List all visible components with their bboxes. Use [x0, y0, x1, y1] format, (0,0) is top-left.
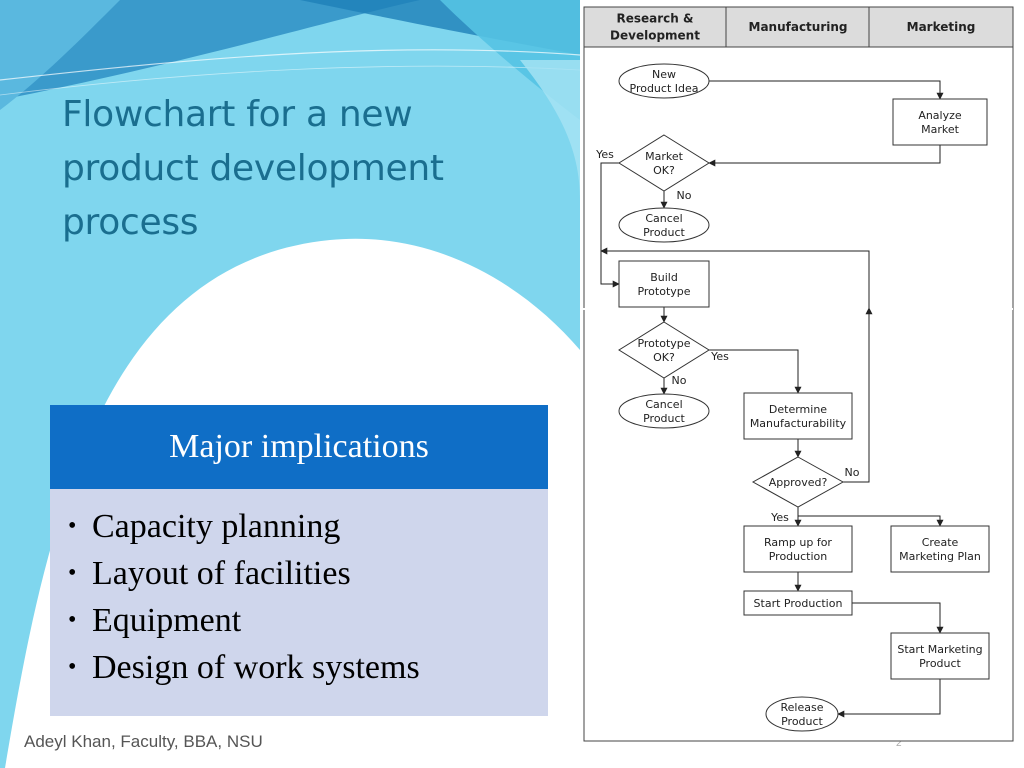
page-number: 2 — [896, 738, 902, 749]
list-item: • Equipment — [68, 597, 548, 644]
flow-arrow — [708, 145, 941, 167]
flow-arrow — [709, 349, 802, 394]
lane-header-label: Marketing — [907, 20, 976, 34]
footer-author: Adeyl Khan, Faculty, BBA, NSU — [24, 732, 263, 751]
bullet-icon: • — [68, 560, 77, 586]
flow-arrow — [709, 80, 944, 100]
node-label: Approved? — [769, 476, 828, 489]
flow-arrow — [843, 307, 873, 483]
edge-label-approved-no: No — [845, 466, 860, 479]
list-item-label: Design of work systems — [92, 649, 420, 686]
title-line: product development — [62, 148, 444, 189]
list-item-label: Capacity planning — [92, 508, 341, 545]
list-item: • Design of work systems — [68, 644, 548, 691]
edge-label-market-no: No — [677, 189, 692, 202]
flow-arrow — [837, 679, 941, 718]
title-line: process — [62, 202, 199, 243]
list-item-label: Layout of facilities — [92, 555, 351, 592]
lane-header-label: Research &Development — [610, 12, 700, 43]
implications-box: Major implications • Capacity planning • L… — [50, 405, 548, 716]
edge-label-prototype-no: No — [672, 374, 687, 387]
implications-header: Major implications — [50, 405, 548, 489]
flow-arrow — [600, 247, 870, 308]
bullet-icon: • — [68, 607, 77, 633]
node-start-production: Start Production — [743, 590, 853, 616]
title-line: Flowchart for a new — [62, 94, 413, 135]
edge-label-market-yes: Yes — [595, 148, 614, 161]
flow-arrow — [798, 515, 944, 527]
node-label: Start Production — [754, 597, 843, 610]
list-item: • Layout of facilities — [68, 550, 548, 597]
flow-arrow — [600, 162, 620, 288]
implications-list: • Capacity planning • Layout of facilities… — [50, 489, 548, 691]
lane-header-bar — [583, 6, 1014, 48]
list-item-label: Equipment — [92, 602, 242, 639]
bullet-icon: • — [68, 513, 77, 539]
flow-arrow — [852, 602, 944, 634]
edge-label-prototype-yes: Yes — [710, 350, 729, 363]
node-approved: Approved? — [751, 456, 845, 508]
bullet-icon: • — [68, 654, 77, 680]
slide-title: Flowchart for a new product development … — [62, 88, 532, 250]
edge-label-approved-yes: Yes — [770, 511, 789, 524]
list-item: • Capacity planning — [68, 503, 548, 550]
lane-header-label: Manufacturing — [749, 20, 848, 34]
